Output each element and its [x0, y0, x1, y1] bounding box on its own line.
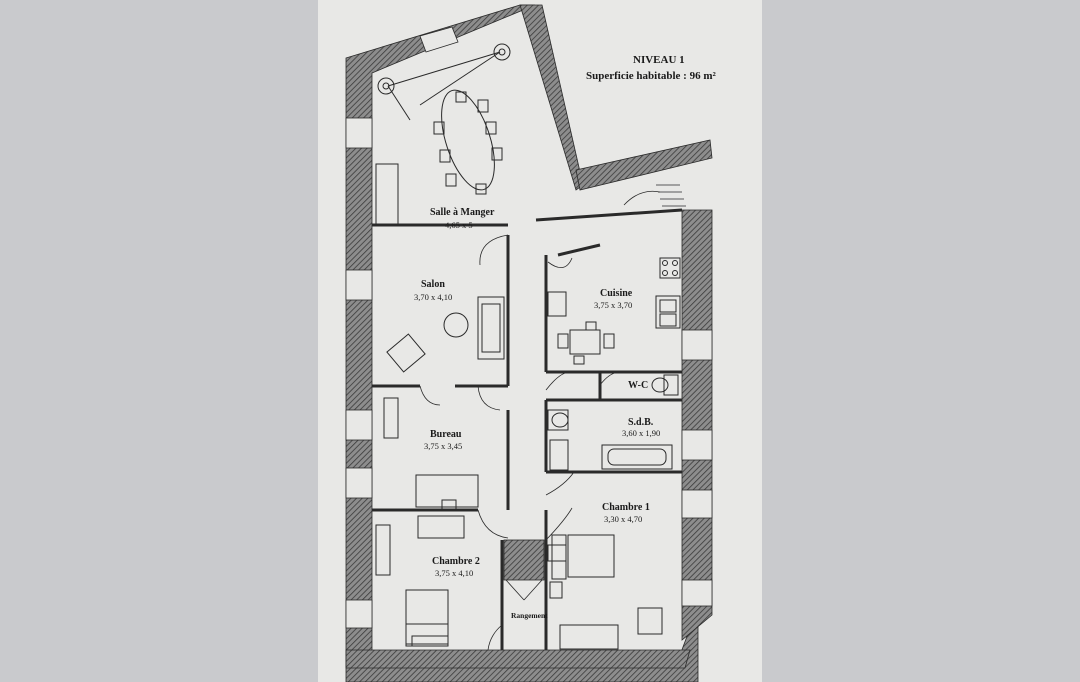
- room-name-cuisine: Cuisine: [600, 288, 633, 299]
- room-dims-chambre-1: 3,30 x 4,70: [604, 514, 642, 524]
- interior-walls: [372, 208, 683, 650]
- room-name-bureau: Bureau: [430, 429, 462, 440]
- furniture: [375, 43, 681, 650]
- room-name-chambre-1: Chambre 1: [602, 502, 650, 513]
- room-name-salle-a-manger: Salle à Manger: [430, 207, 495, 218]
- room-name-sdb: S.d.B.: [628, 417, 654, 428]
- room-name-salon: Salon: [421, 279, 445, 290]
- stair-entrance: [656, 184, 686, 207]
- room-dims-sdb: 3,60 x 1,90: [622, 428, 660, 438]
- room-dims-cuisine: 3,75 x 3,70: [594, 300, 632, 310]
- central-stairs: [503, 539, 545, 601]
- room-dims-salon: 3,70 x 4,10: [414, 292, 452, 302]
- room-name-chambre-2: Chambre 2: [432, 556, 480, 567]
- doors: [419, 190, 661, 651]
- plan-area-label: Superficie habitable : 96 m²: [586, 70, 716, 82]
- room-name-rangement: Rangement: [511, 611, 548, 620]
- room-dims-salle-a-manger: 4,65 x 5: [445, 220, 473, 230]
- room-dims-bureau: 3,75 x 3,45: [424, 441, 462, 451]
- plan-level-label: NIVEAU 1: [633, 54, 685, 66]
- windows: [345, 26, 713, 629]
- room-dims-chambre-2: 3,75 x 4,10: [435, 568, 473, 578]
- room-name-wc: W-C: [628, 380, 648, 391]
